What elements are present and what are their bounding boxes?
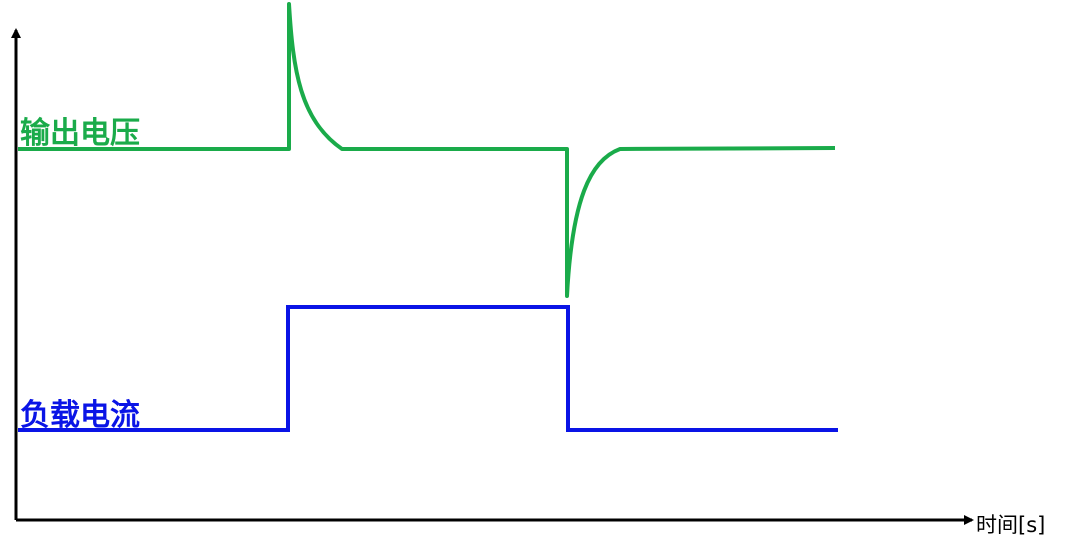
output-voltage-label: 输出电压 bbox=[20, 116, 140, 151]
load-current-label: 负载电流 bbox=[20, 398, 140, 433]
output-voltage-trace bbox=[18, 2, 836, 298]
load-current-trace bbox=[18, 305, 838, 432]
x-axis-label: 时间[s] bbox=[976, 513, 1045, 537]
